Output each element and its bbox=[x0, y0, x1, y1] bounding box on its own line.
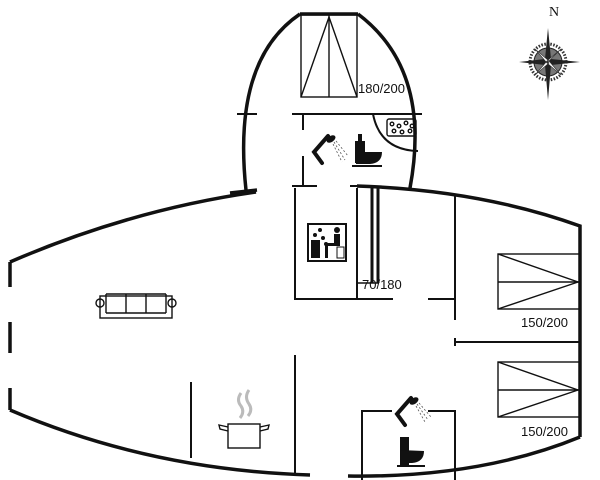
toilet-icon bbox=[352, 134, 382, 167]
double-bed-icon bbox=[300, 14, 358, 98]
single-bed-icon bbox=[357, 188, 380, 284]
bed-size-label: 70/180 bbox=[362, 277, 402, 292]
toilet-icon bbox=[397, 437, 425, 467]
sofa-icon bbox=[95, 293, 177, 319]
bed-size-label: 150/200 bbox=[521, 315, 568, 330]
north-label: N bbox=[549, 5, 559, 20]
bed-size-label: 180/200 bbox=[358, 81, 405, 96]
shower-icon bbox=[394, 396, 432, 427]
shower-icon bbox=[311, 134, 349, 165]
bed-size-label: 150/200 bbox=[521, 424, 568, 439]
double-bed-icon bbox=[497, 253, 581, 310]
sauna-icon bbox=[307, 223, 347, 262]
cooking-pot-icon bbox=[218, 389, 270, 449]
interior-walls bbox=[190, 113, 580, 480]
exterior-walls bbox=[8, 12, 582, 478]
double-bed-icon bbox=[497, 361, 581, 418]
jacuzzi-icon bbox=[386, 118, 417, 137]
compass-rose-icon bbox=[519, 28, 580, 100]
